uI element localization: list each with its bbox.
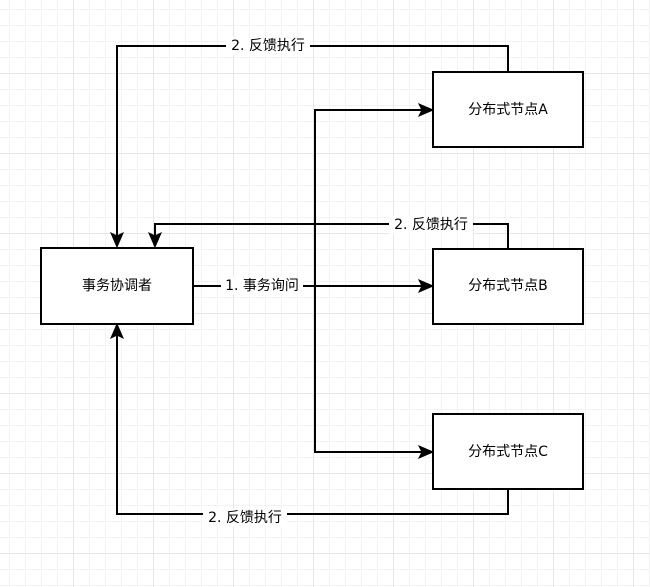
node-distributed-a[interactable]: 分布式节点A <box>432 71 584 148</box>
edge-feedback-c-label: 2. 反馈执行 <box>208 510 282 526</box>
node-distributed-b[interactable]: 分布式节点B <box>432 248 584 325</box>
edge-query-label: 1. 事务询问 <box>225 278 299 294</box>
edge-feedback-a-line <box>116 45 509 238</box>
edge-feedback-b-line <box>154 223 509 249</box>
edge-feedback-c-arrowhead <box>110 322 124 340</box>
edge-query-arrowhead-a <box>417 103 435 117</box>
node-distributed-c[interactable]: 分布式节点C <box>432 413 584 490</box>
edge-feedback-b-arrowhead <box>148 231 162 249</box>
edge-query-line-c <box>314 286 424 453</box>
edge-feedback-b[interactable]: 2. 反馈执行 <box>148 216 509 249</box>
node-distributed-a-label: 分布式节点A <box>468 102 548 118</box>
edge-query-arrowhead-c <box>417 445 435 459</box>
edge-query-arrowhead-b <box>417 279 435 293</box>
edge-feedback-a-arrowhead <box>110 231 124 249</box>
edge-feedback-c[interactable]: 2. 反馈执行 <box>110 322 509 527</box>
edge-feedback-b-label: 2. 反馈执行 <box>394 217 468 233</box>
node-distributed-c-label: 分布式节点C <box>468 444 548 460</box>
edge-feedback-a[interactable]: 2. 反馈执行 <box>110 37 509 249</box>
edge-query-line-a <box>314 109 424 286</box>
node-distributed-b-label: 分布式节点B <box>468 278 548 294</box>
node-coordinator[interactable]: 事务协调者 <box>40 247 194 325</box>
edge-feedback-a-label: 2. 反馈执行 <box>231 38 305 54</box>
edge-feedback-c-line <box>116 333 509 515</box>
node-coordinator-label: 事务协调者 <box>82 278 152 294</box>
edge-query[interactable]: 1. 事务询问 <box>193 103 435 459</box>
